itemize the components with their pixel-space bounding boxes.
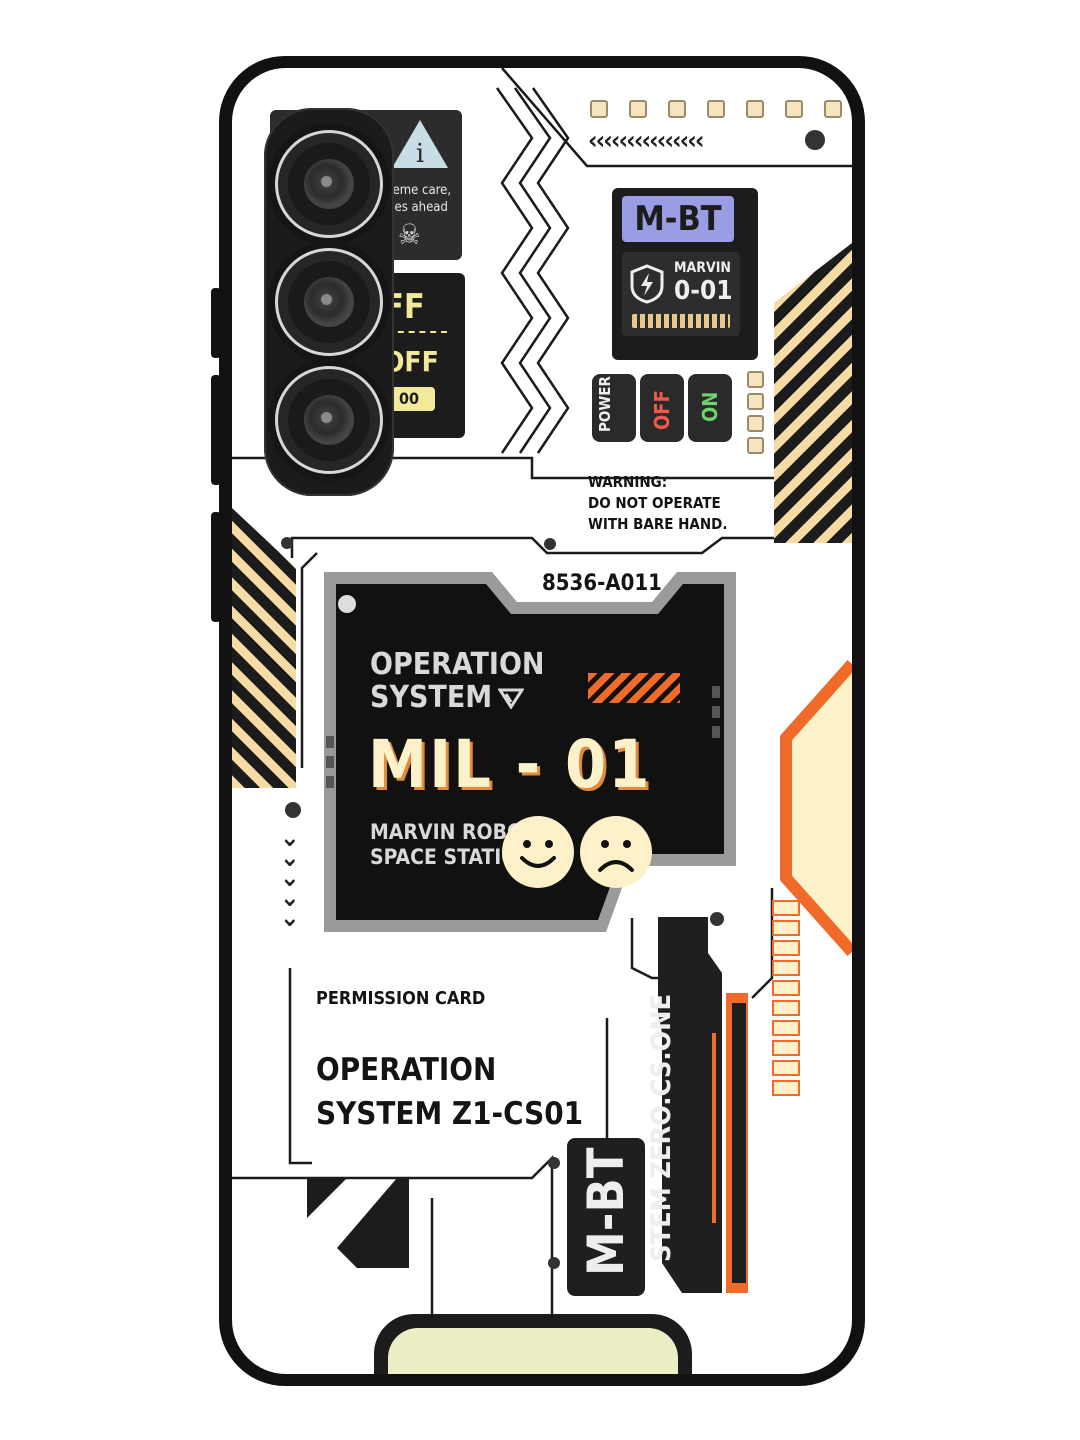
- warning-tile-line2: lies ahead: [388, 200, 448, 215]
- case-back-plate: ‹‹‹‹‹‹‹‹‹‹‹‹‹‹‹ i reme care, lies ahead …: [232, 68, 852, 1374]
- warning-note-line2: DO NOT OPERATE: [588, 494, 721, 512]
- on-key: ON: [688, 374, 732, 442]
- warning-note-line1: WARNING:: [588, 473, 668, 491]
- off-tile-divider: [387, 331, 447, 333]
- camera-module: [264, 108, 394, 496]
- mbt-vertical-block: M-BT: [567, 1138, 645, 1296]
- camera-lens-icon: [275, 248, 383, 356]
- permission-title: PERMISSION CARD: [316, 988, 486, 1009]
- smile-face-icon: [502, 816, 574, 888]
- chevron-icon: ⌄: [280, 843, 300, 873]
- power-label: POWER: [596, 376, 614, 432]
- power-switch: POWER OFF ON: [592, 374, 734, 442]
- chevron-icon: ⌄: [280, 823, 300, 853]
- block-column: [772, 900, 800, 1096]
- svg-text:i: i: [416, 139, 424, 169]
- striped-panel-right: [774, 243, 852, 543]
- screen-main-code: MIL - 01: [368, 726, 652, 803]
- on-label: ON: [698, 391, 722, 422]
- dot-column-right: [747, 371, 764, 454]
- warning-triangle-icon: i: [392, 120, 448, 169]
- screen-os-label: OPERATION SYSTEM: [370, 648, 544, 714]
- mbt-badge-name: MARVIN: [674, 260, 731, 276]
- mbt-badge-panel: MARVIN 0-01: [622, 252, 740, 336]
- mbt-badge-title: M-BT: [622, 196, 734, 242]
- vertical-label: STEM ZERO.CS.ONE: [646, 993, 677, 1262]
- chevron-row-top: ‹‹‹‹‹‹‹‹‹‹‹‹‹‹‹: [588, 126, 705, 156]
- dot-row-top: [590, 100, 842, 118]
- warning-note-line3: WITH BARE HAND.: [588, 515, 728, 533]
- chevron-icon: ⌄: [280, 883, 300, 913]
- side-button-bottom: [211, 375, 221, 485]
- chevron-icon: ⌄: [280, 903, 300, 933]
- bottom-tab-inner: [388, 1328, 678, 1374]
- mbt-badge: M-BT MARVIN 0-01: [612, 188, 758, 360]
- mbt-badge-code: 0-01: [674, 276, 733, 306]
- screen-os-line2: SYSTEM: [370, 680, 493, 715]
- side-button-top: [211, 288, 221, 358]
- off-label: OFF: [650, 390, 674, 430]
- off-key: OFF: [640, 374, 684, 442]
- bottom-tab: [374, 1314, 692, 1374]
- warning-tile-line1: reme care,: [388, 183, 452, 198]
- orange-hexagon: [780, 660, 852, 956]
- vertical-bar: [658, 917, 748, 1293]
- permission-line1: OPERATION: [316, 1052, 497, 1088]
- orange-stripes: [588, 673, 680, 703]
- mbt-vertical-label: M-BT: [577, 1147, 635, 1276]
- geometric-shapes: [307, 1178, 409, 1268]
- circuit-lines: [232, 68, 852, 1374]
- mbt-badge-meter: [632, 314, 730, 328]
- camera-lens-icon: [275, 366, 383, 474]
- chevron-column-left: ⌄ ⌄ ⌄ ⌄ ⌄: [280, 823, 300, 933]
- lightning-shield-icon: [630, 264, 664, 304]
- warning-note: WARNING: DO NOT OPERATE WITH BARE HAND.: [588, 472, 728, 535]
- camera-lens-icon: [275, 130, 383, 238]
- sad-face-icon: [580, 816, 652, 888]
- screen-os-line1: OPERATION: [370, 647, 545, 682]
- screw-icon: [338, 595, 356, 613]
- warning-tile-text: reme care, lies ahead: [388, 182, 451, 216]
- power-label-key: POWER: [592, 374, 636, 442]
- screen-tag: 8536-A011: [542, 571, 662, 596]
- skull-icon: ☠: [398, 218, 421, 251]
- side-button-lower: [211, 512, 221, 622]
- triangle-logo-icon: [498, 688, 525, 709]
- permission-body: OPERATION SYSTEM Z1-CS01: [316, 1048, 583, 1136]
- chevron-icon: ⌄: [280, 863, 300, 893]
- permission-line2: SYSTEM Z1-CS01: [316, 1096, 584, 1132]
